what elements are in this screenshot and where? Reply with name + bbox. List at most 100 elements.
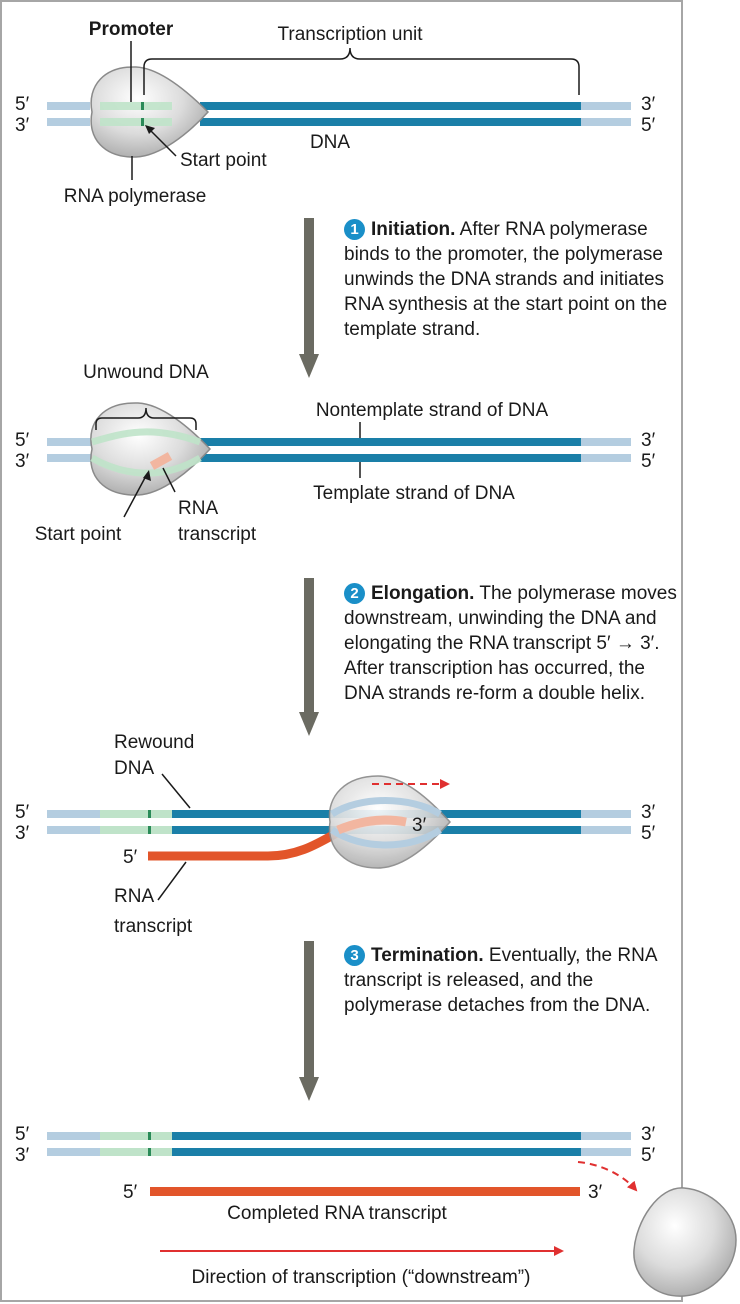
step-1-body: After RNA polymerase binds to the promot…	[344, 219, 668, 340]
end-label-5prime-bottom-right: 5′	[641, 451, 656, 472]
rewound-dna-label-line2: DNA	[114, 758, 154, 779]
released-rna-polymerase	[633, 1187, 737, 1297]
start-point-mark-top	[148, 1132, 151, 1140]
dna-bottom-strand-left-end	[47, 454, 92, 462]
start-point-leader	[123, 473, 148, 518]
end-label-3prime-top-right: 3′	[641, 430, 656, 451]
step-3-title: Termination.	[371, 945, 484, 966]
start-point-mark-top	[141, 102, 144, 110]
promoter-region-top	[100, 1132, 172, 1140]
unwound-dna-brace	[95, 407, 197, 430]
rna-transcript-label-line2: transcript	[178, 524, 257, 545]
rna-transcript-label-line1: RNA	[178, 498, 218, 519]
step-1-arrow	[299, 218, 319, 378]
start-point-label: Start point	[180, 150, 267, 171]
end-label-3prime-bottom-left: 3′	[15, 115, 30, 136]
rna-transcript-leader	[157, 861, 187, 901]
polymerase-release-arrow	[577, 1161, 638, 1192]
rewound-dna-leader	[161, 773, 191, 809]
rna-transcript-leader	[162, 467, 176, 493]
rna-transcript-label-line1: RNA	[114, 886, 154, 907]
start-point-mark-bottom	[148, 826, 151, 834]
unwound-template-strand	[330, 827, 442, 849]
stage-2-initiation: Unwound DNA Nontemplate strand of DNA Te…	[15, 362, 656, 545]
start-point-mark-bottom	[141, 118, 144, 126]
unwound-nontemplate-strand	[330, 797, 442, 818]
end-label-3prime-top-right: 3′	[641, 94, 656, 115]
dna-bottom-strand-right-end	[581, 826, 631, 834]
dna-label: DNA	[310, 132, 350, 153]
stage-3-elongation: Rewound DNA 5′ 3′ RNA transcript 5′ 3′ 3…	[15, 732, 656, 937]
rna-transcript-short	[149, 452, 173, 470]
end-label-5prime-bottom-right: 5′	[641, 1145, 656, 1166]
dna-bottom-strand-left-end	[47, 118, 90, 126]
rna-3prime-label: 3′	[412, 815, 427, 836]
stage-1-promoter: Promoter Transcription unit DNA Start po…	[15, 19, 656, 207]
start-point-arrowhead	[145, 125, 155, 134]
rna-transcript-label-line2: transcript	[114, 916, 193, 937]
rna-polymerase-label: RNA polymerase	[64, 186, 207, 207]
unwound-nontemplate-strand	[91, 428, 202, 446]
promoter-region-bottom	[100, 1148, 172, 1156]
figure-frame	[0, 0, 683, 1302]
dna-top-strand-left-end	[47, 810, 100, 818]
dna-bottom-strand-right-end	[581, 118, 631, 126]
step-3-arrow	[299, 941, 319, 1101]
end-label-5prime-bottom-right: 5′	[641, 823, 656, 844]
dna-top-strand-left-end	[47, 1132, 100, 1140]
promoter-region-bottom	[100, 826, 172, 834]
dna-top-strand-right-end	[581, 810, 631, 818]
dna-bottom-strand-right-end	[581, 1148, 631, 1156]
step-1-title: Initiation.	[371, 219, 456, 240]
unwound-dna-label: Unwound DNA	[83, 362, 209, 383]
direction-of-transcription-label: Direction of transcription (“downstream”…	[192, 1267, 531, 1288]
end-label-3prime-bottom-left: 3′	[15, 1145, 30, 1166]
promoter-label: Promoter	[89, 19, 174, 40]
dna-top-strand-left-end	[47, 102, 90, 110]
rna-5prime-label: 5′	[123, 847, 138, 868]
dna-bottom-strand	[172, 1148, 581, 1156]
dna-bottom-strand-left-end	[47, 1148, 100, 1156]
start-point-label: Start point	[35, 524, 122, 545]
transcription-unit-label: Transcription unit	[277, 24, 423, 45]
step-2-title: Elongation.	[371, 583, 475, 604]
dna-bottom-strand-right-end	[581, 454, 631, 462]
stage-4-termination: 5′ 3′ Completed RNA transcript Direction…	[15, 1124, 737, 1297]
dna-top-strand	[200, 102, 581, 110]
promoter-region-bottom	[100, 118, 172, 126]
transcription-unit-brace	[143, 47, 580, 95]
start-point-mark-bottom	[148, 1148, 151, 1156]
dna-top-strand-right-end	[581, 102, 631, 110]
template-strand-label: Template strand of DNA	[313, 483, 515, 504]
rna-5prime-label: 5′	[123, 1182, 138, 1203]
end-label-5prime-top-left: 5′	[15, 1124, 30, 1145]
dna-top-strand	[172, 1132, 581, 1140]
end-label-3prime-bottom-left: 3′	[15, 451, 30, 472]
step-2-arrow	[299, 578, 319, 736]
end-label-5prime-bottom-right: 5′	[641, 115, 656, 136]
start-point-leader	[147, 127, 177, 157]
unwound-template-strand	[90, 454, 202, 477]
start-point-arrowhead	[143, 470, 151, 481]
completed-rna-label: Completed RNA transcript	[227, 1203, 447, 1224]
dna-top-strand-right-end	[581, 1132, 631, 1140]
end-label-5prime-top-left: 5′	[15, 94, 30, 115]
rewound-dna-label-line1: Rewound	[114, 732, 194, 753]
completed-rna-transcript	[150, 1187, 580, 1196]
rna-3prime-label: 3′	[588, 1182, 603, 1203]
rna-polymerase-shape	[90, 66, 210, 158]
step-2-badge: 2	[344, 583, 365, 604]
promoter-region-top	[100, 810, 172, 818]
step-1-badge: 1	[344, 219, 365, 240]
step-1-initiation: 1 Initiation. After RNA polymerase binds …	[344, 217, 679, 342]
dna-top-strand-right-end	[581, 438, 631, 446]
dna-bottom-strand-left-end	[47, 826, 100, 834]
end-label-3prime-top-right: 3′	[641, 1124, 656, 1145]
end-label-3prime-top-right: 3′	[641, 802, 656, 823]
rna-in-polymerase	[336, 815, 407, 835]
nontemplate-strand-label: Nontemplate strand of DNA	[316, 400, 549, 421]
dna-bottom-strand	[200, 118, 581, 126]
